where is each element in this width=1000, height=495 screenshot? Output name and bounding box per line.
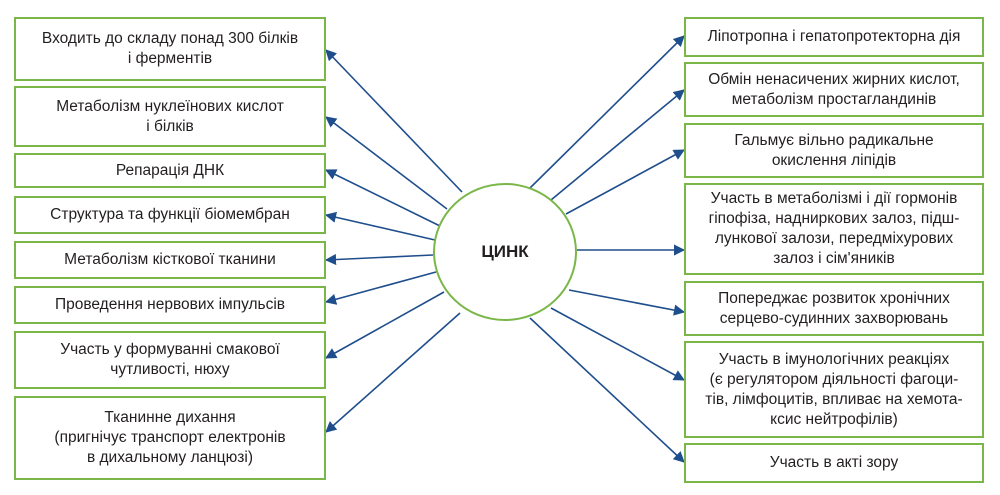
right-item-3: Гальмує вільно радикальне окислення ліпі…: [684, 123, 984, 178]
arrow-left-5: [324, 253, 434, 266]
arrow-left-1: [325, 49, 463, 193]
right-item-4: Участь в метаболізмі і дії гормонів гіпо…: [684, 183, 984, 275]
arrow-left-8: [325, 312, 461, 433]
left-item-8: Тканинне дихання (пригнічує транспорт ел…: [14, 396, 326, 480]
arrow-right-7: [529, 317, 685, 463]
left-item-4: Структура та функції біомембран: [14, 196, 326, 234]
left-item-6: Проведення нервових імпульсів: [14, 286, 326, 324]
arrow-right-1: [529, 35, 685, 189]
right-item-7: Участь в акті зору: [684, 443, 984, 483]
right-item-6: Участь в імунологічних реакціях (є регул…: [684, 341, 984, 438]
left-item-7: Участь у формуванні смакової чутливості,…: [14, 331, 326, 389]
right-item-5: Попереджає розвиток хронічних серцево-су…: [684, 281, 984, 336]
arrow-right-5: [568, 289, 686, 316]
arrow-left-2: [325, 116, 448, 210]
left-item-1: Входить до складу понад 300 білків і фер…: [14, 17, 326, 81]
right-item-2: Обмін ненасичених жирних кислот, метабол…: [684, 62, 984, 117]
left-item-5: Метаболізм кісткової тканини: [14, 241, 326, 279]
arrow-left-4: [324, 211, 436, 241]
center-node-zinc: ЦИНК: [433, 183, 577, 321]
arrow-right-2: [550, 89, 685, 201]
left-item-3: Репарація ДНК: [14, 153, 326, 188]
arrow-left-6: [324, 271, 437, 305]
left-item-2: Метаболізм нуклеїнових кислот і білків: [14, 86, 326, 147]
right-item-1: Ліпотропна і гепатопротекторна дія: [684, 17, 984, 57]
arrow-left-3: [324, 169, 441, 227]
arrow-right-3: [565, 149, 685, 215]
arrow-right-6: [550, 307, 685, 381]
center-label: ЦИНК: [481, 242, 529, 261]
arrow-left-7: [325, 291, 445, 359]
